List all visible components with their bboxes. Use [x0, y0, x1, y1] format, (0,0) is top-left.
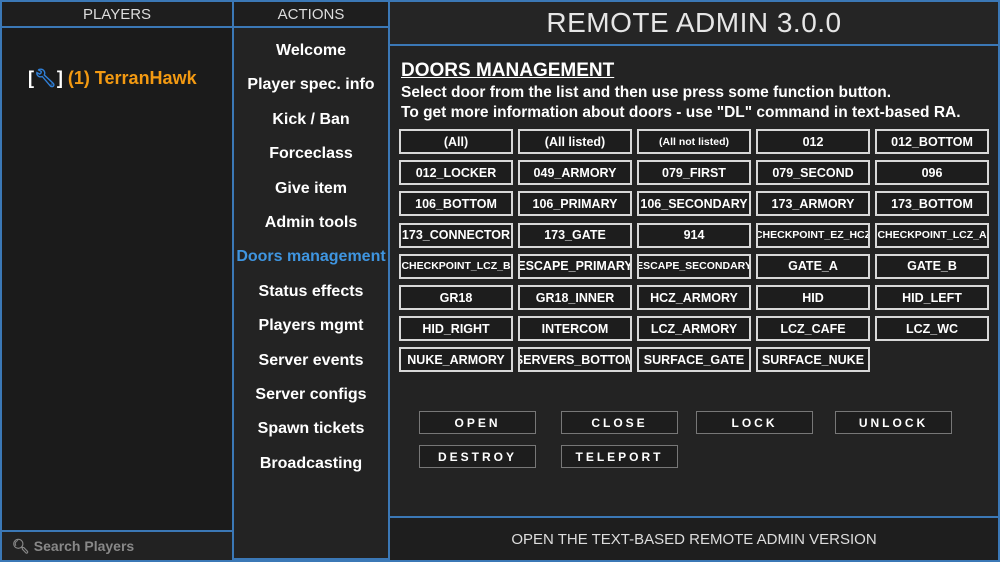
open-text-based-ra-button[interactable]: OPEN THE TEXT-BASED REMOTE ADMIN VERSION — [390, 518, 998, 560]
door-button[interactable]: HID — [756, 285, 870, 310]
door-button[interactable]: LCZ_ARMORY — [637, 316, 751, 342]
door-button[interactable]: HCZ_ARMORY — [637, 285, 751, 310]
players-header: PLAYERS — [2, 2, 232, 26]
description-line-2: To get more information about doors - us… — [401, 104, 961, 121]
search-players-input[interactable]: 🔍︎Search Players — [2, 532, 232, 560]
search-icon: 🔍︎ — [12, 537, 30, 554]
door-button[interactable]: 079_SECOND — [756, 160, 870, 186]
player-name: (1) TerranHawk — [67, 68, 197, 88]
action-item-spawn-tickets[interactable]: Spawn tickets — [257, 420, 365, 438]
door-button[interactable]: LCZ_WC — [875, 316, 989, 342]
door-button[interactable]: 106_BOTTOM — [399, 191, 513, 217]
door-button[interactable]: 173_CONNECTOR — [399, 222, 513, 248]
action-item-admin-tools[interactable]: Admin tools — [264, 214, 358, 231]
description-line-1: Select door from the list and then use p… — [401, 84, 892, 101]
door-button[interactable]: NUKE_ARMORY — [399, 347, 513, 373]
bracket-open: [ — [28, 68, 34, 88]
action-item-server-configs[interactable]: Server configs — [255, 386, 367, 403]
door-button[interactable]: SERVERS_BOTTOM — [518, 347, 632, 373]
door-button[interactable]: GATE_A — [756, 253, 870, 279]
action-item-doors-management[interactable]: Doors management — [236, 248, 386, 266]
close-button[interactable]: CLOSE — [561, 411, 678, 434]
door-button[interactable]: 173_BOTTOM — [875, 191, 989, 217]
unlock-button[interactable]: UNLOCK — [835, 411, 952, 434]
door-button[interactable]: 106_PRIMARY — [518, 191, 632, 217]
page-title: REMOTE ADMIN 3.0.0 — [390, 2, 998, 44]
door-button[interactable]: GR18_INNER — [518, 285, 632, 310]
door-button[interactable]: 049_ARMORY — [518, 160, 632, 186]
action-item-server-events[interactable]: Server events — [258, 351, 364, 369]
open-button[interactable]: OPEN — [419, 411, 536, 434]
action-item-forceclass[interactable]: Forceclass — [269, 145, 353, 163]
door-button[interactable]: (All not listed) — [637, 129, 751, 154]
player-item[interactable]: [🔧︎] (1) TerranHawk — [28, 68, 197, 89]
door-button[interactable]: HID_LEFT — [875, 285, 989, 310]
wrench-icon: 🔧︎ — [34, 68, 57, 88]
action-item-player-spec-info[interactable]: Player spec. info — [247, 76, 375, 94]
destroy-button[interactable]: DESTROY — [419, 445, 536, 468]
action-item-broadcasting[interactable]: Broadcasting — [259, 454, 363, 472]
door-button[interactable]: 012_LOCKER — [399, 160, 513, 186]
actions-header: ACTIONS — [234, 2, 388, 26]
door-button[interactable]: CHECKPOINT_EZ_HCZ — [756, 222, 870, 248]
door-button[interactable]: CHECKPOINT_LCZ_B — [399, 253, 513, 279]
door-button[interactable]: (All) — [399, 129, 513, 154]
action-item-players-mgmt[interactable]: Players mgmt — [258, 317, 364, 335]
door-button[interactable]: ESCAPE_SECONDARY — [637, 253, 751, 279]
door-button[interactable]: HID_RIGHT — [399, 316, 513, 342]
door-button[interactable]: 012 — [756, 129, 870, 154]
teleport-button[interactable]: TELEPORT — [561, 445, 678, 468]
door-button[interactable]: 079_FIRST — [637, 160, 751, 186]
door-button[interactable]: 096 — [875, 160, 989, 186]
door-button[interactable]: (All listed) — [518, 129, 632, 154]
action-item-kick-ban[interactable]: Kick / Ban — [272, 110, 350, 128]
door-button[interactable]: CHECKPOINT_LCZ_A — [875, 222, 989, 248]
section-heading: DOORS MANAGEMENT — [401, 60, 615, 81]
door-button[interactable]: GATE_B — [875, 253, 989, 279]
door-button[interactable]: 173_GATE — [518, 222, 632, 248]
door-button[interactable]: SURFACE_NUKE — [756, 347, 870, 373]
door-button[interactable]: INTERCOM — [518, 316, 632, 342]
door-button[interactable]: LCZ_CAFE — [756, 316, 870, 342]
action-item-status-effects[interactable]: Status effects — [258, 282, 364, 300]
lock-button[interactable]: LOCK — [696, 411, 813, 434]
bracket-close: ] — [56, 68, 63, 88]
action-item-give-item[interactable]: Give item — [274, 179, 348, 197]
search-placeholder: Search Players — [33, 538, 135, 554]
door-button[interactable]: 012_BOTTOM — [875, 129, 989, 154]
door-button[interactable]: 173_ARMORY — [756, 191, 870, 217]
door-button[interactable]: GR18 — [399, 285, 513, 310]
door-button[interactable]: ESCAPE_PRIMARY — [518, 253, 632, 279]
door-button[interactable]: 106_SECONDARY — [637, 191, 751, 217]
door-button[interactable]: SURFACE_GATE — [637, 347, 751, 373]
door-button[interactable]: 914 — [637, 222, 751, 248]
action-item-welcome[interactable]: Welcome — [276, 42, 346, 59]
doors-management-panel: DOORS MANAGEMENT Select door from the li… — [390, 46, 998, 516]
players-list: [🔧︎] (1) TerranHawk — [2, 28, 232, 530]
